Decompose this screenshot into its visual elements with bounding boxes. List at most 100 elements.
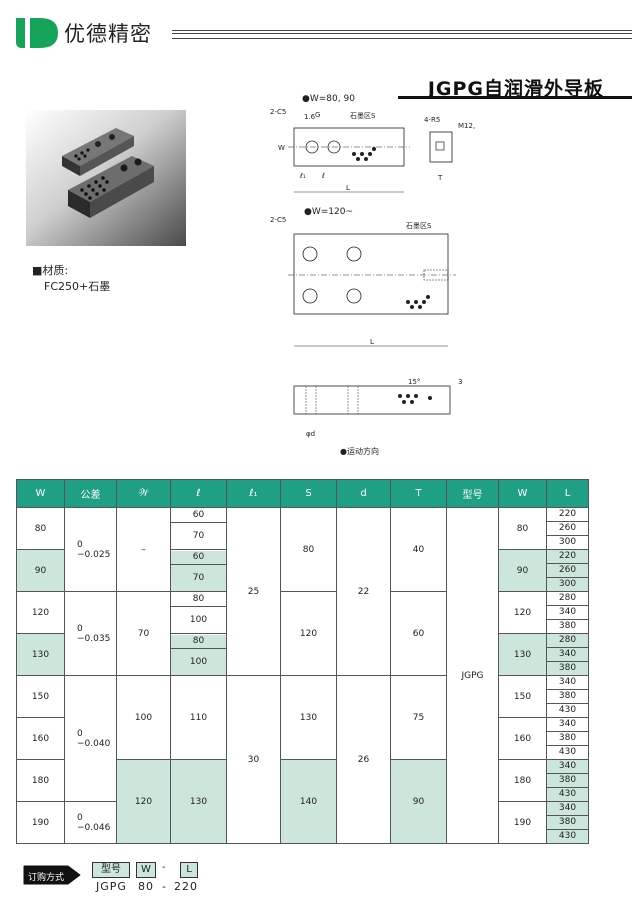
cell-lengths: 340 380 430 (546, 717, 589, 760)
technical-drawing: ●W=80, 90 2-C5 石墨区S 1.6 G W L ℓ₁ ℓ 4-R5 … (270, 94, 475, 438)
cell-s: 120 (280, 591, 337, 676)
table-row: 180 120 130 140 90 180 340 380 430 (16, 759, 589, 844)
cell-lengths: 220 260 300 (546, 507, 589, 550)
cell-t: 60 (390, 591, 447, 676)
cell-d: 26 (336, 675, 391, 844)
col-l: ℓ (170, 479, 227, 508)
dim-d-label: φd (306, 430, 315, 438)
cell-t: 40 (390, 507, 447, 592)
cell-l: 60 70 (170, 549, 227, 592)
cell-l1: 25 (226, 507, 281, 676)
col-w2: W (498, 479, 547, 508)
col-w: W (16, 479, 65, 508)
dim-w-label: W (278, 144, 285, 152)
dim-l-label: L (346, 184, 350, 192)
cell-model: JGPG (446, 507, 499, 844)
header-rule (172, 30, 632, 39)
col-s: S (280, 479, 337, 508)
motion-direction: ●运动方向 (340, 447, 379, 456)
cell-tolerance: 0 −0.040 (64, 675, 117, 802)
cell-w2: 130 (498, 633, 547, 676)
radius-label: 4-R5 (424, 116, 440, 124)
cell-lengths: 340 380 430 (546, 801, 589, 844)
cell-s: 140 (280, 759, 337, 844)
cell-w2: 180 (498, 759, 547, 802)
product-title: JGPG自润滑外导板 (427, 78, 604, 100)
example-model: JGPG (96, 880, 127, 893)
material-label: ■材质: (32, 264, 69, 277)
title-underline (398, 96, 632, 99)
table-row: 80 0 −0.025 – 60 70 25 80 22 40 JGPG 80 … (16, 507, 589, 844)
cell-w: 160 (16, 717, 65, 760)
cell-w2: 90 (498, 549, 547, 592)
cell-t: 90 (390, 759, 447, 844)
cell-tolerance: 0 −0.025 (64, 507, 117, 592)
cell-lengths: 280 340 380 (546, 591, 589, 634)
cell-w: 180 (16, 759, 65, 802)
company-logo-icon (16, 18, 58, 48)
graphite-zone-label: 石墨区S (350, 112, 376, 120)
cell-s: 130 (280, 675, 337, 760)
example-dash: - (162, 880, 167, 893)
product-photo (26, 110, 186, 246)
cell-l: 80 100 (170, 591, 227, 634)
dim-l-label-2: L (370, 338, 374, 346)
cell-ww: 70 (116, 591, 171, 676)
cell-lengths: 340 380 430 (546, 759, 589, 802)
cell-ww: 120 (116, 759, 171, 844)
chamfer-label-2: 2-C5 (270, 216, 286, 224)
cell-lengths: 340 380 430 (546, 675, 589, 718)
cell-d: 22 (336, 507, 391, 676)
dim-l-small-label: ℓ (321, 172, 325, 180)
graphite-zone-label-2: 石墨区S (406, 222, 432, 230)
cell-w2: 80 (498, 507, 547, 550)
cell-w: 130 (16, 633, 65, 676)
cell-w2: 150 (498, 675, 547, 718)
chamfer-label: 2-C5 (270, 108, 286, 116)
example-w: 80 (138, 880, 154, 893)
cell-tolerance: 0 −0.035 (64, 591, 117, 676)
cell-l: 130 (170, 759, 227, 844)
order-dash: - (162, 862, 166, 873)
cell-t: 75 (390, 675, 447, 760)
cell-w: 90 (16, 549, 65, 592)
note-w-large: ●W=120~ (304, 207, 353, 217)
cell-w: 80 (16, 507, 65, 550)
example-l: 220 (174, 880, 198, 893)
cell-l: 110 (170, 675, 227, 760)
col-d: d (336, 479, 391, 508)
col-tolerance: 公差 (64, 479, 117, 508)
dim-l1-label: ℓ₁ (299, 172, 306, 180)
order-model-box: 型号 (92, 862, 130, 878)
cell-ww: 100 (116, 675, 171, 760)
col-length: L (546, 479, 589, 508)
cell-s: 80 (280, 507, 337, 592)
cell-w2: 120 (498, 591, 547, 634)
cell-tolerance: 0 −0.046 (64, 801, 117, 844)
cell-lengths: 280 340 380 (546, 633, 589, 676)
spec-table: W 公差 𝒲 ℓ ℓ₁ S d T 型号 W L 80 0 −0.025 – 6… (16, 479, 589, 844)
table-row: 130 80 100 130 280 340 380 (16, 633, 589, 676)
table-row: 90 60 70 90 220 260 300 (16, 549, 589, 592)
table-header-row: W 公差 𝒲 ℓ ℓ₁ S d T 型号 W L (16, 479, 589, 508)
dim-3-label: 3 (458, 378, 462, 386)
order-l-box: L (180, 862, 198, 878)
roughness-label: 1.6 (304, 113, 316, 121)
cell-l: 80 100 (170, 633, 227, 676)
dim-t-label: T (437, 174, 443, 182)
cell-w2: 160 (498, 717, 547, 760)
note-w-small: ●W=80, 90 (302, 94, 355, 104)
order-arrow-icon (23, 865, 81, 885)
thread-label: M12,深25 (458, 121, 475, 130)
col-ww: 𝒲 (116, 479, 171, 508)
cell-w: 150 (16, 675, 65, 718)
roughness-g-label: G (315, 111, 320, 119)
table-row: 190 0 −0.046 190 340 380 430 (16, 801, 589, 844)
cell-w: 120 (16, 591, 65, 634)
table-row: 160 160 340 380 430 (16, 717, 589, 760)
brand-name: 优德精密 (64, 22, 152, 46)
material-value: FC250+石墨 (44, 280, 111, 293)
angle-label: 15° (408, 378, 420, 386)
col-l1: ℓ₁ (226, 479, 281, 508)
cell-l: 60 70 (170, 507, 227, 550)
